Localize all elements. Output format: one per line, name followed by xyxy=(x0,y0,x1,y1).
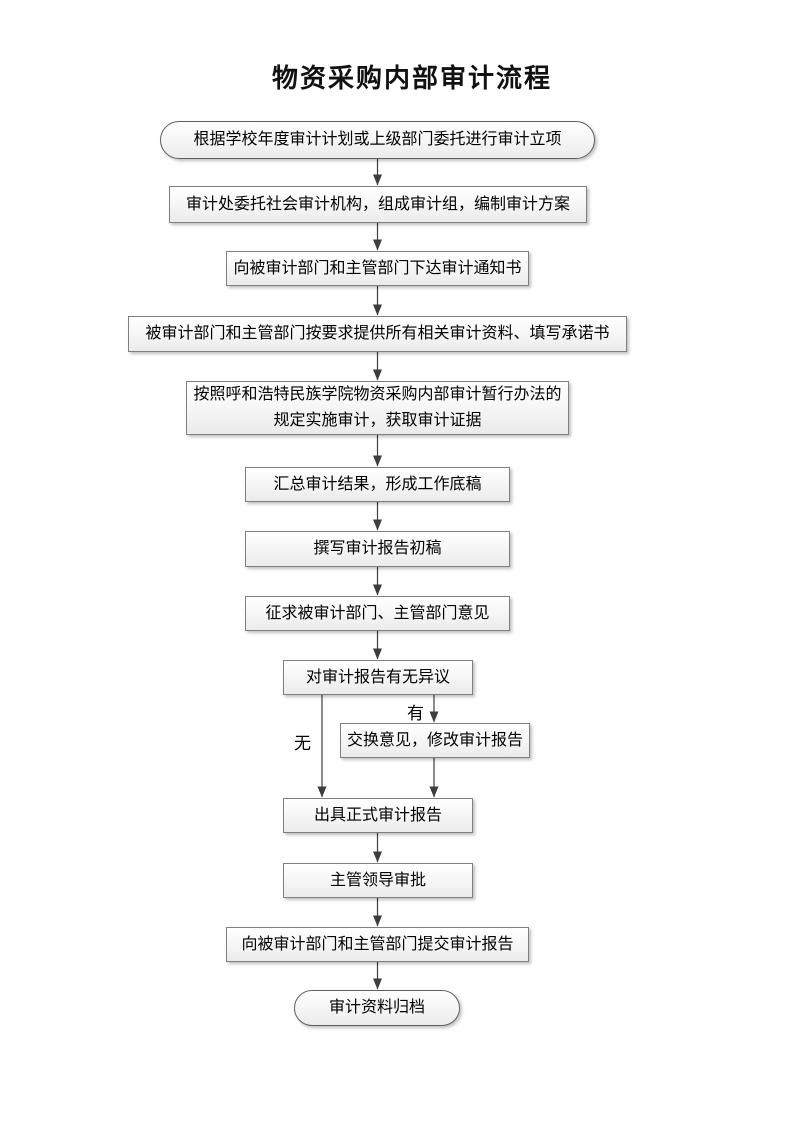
page-title: 物资采购内部审计流程 xyxy=(271,64,553,94)
flow-node-solicit-opinions: 征求被审计部门、主管部门意见 xyxy=(245,596,510,631)
flow-node-issue-notice: 向被审计部门和主管部门下达审计通知书 xyxy=(226,251,529,286)
branch-label-no-objection: 无 xyxy=(294,734,311,753)
branch-label-has-objection: 有 xyxy=(407,704,424,723)
flow-node-objection-check: 对审计报告有无异议 xyxy=(283,660,473,695)
flow-node-submit-report: 向被审计部门和主管部门提交审计报告 xyxy=(226,927,529,962)
flow-node-draft-report: 撰写审计报告初稿 xyxy=(245,531,510,567)
flow-node-form-audit-team: 审计处委托社会审计机构，组成审计组，编制审计方案 xyxy=(169,186,587,223)
implement-audit-line-1: 按照呼和浩特民族学院物资采购内部审计暂行办法的 xyxy=(193,386,562,403)
flow-node-leader-approval: 主管领导审批 xyxy=(283,863,473,898)
flow-node-summarize-results: 汇总审计结果，形成工作底稿 xyxy=(245,467,510,502)
flow-node-provide-materials: 被审计部门和主管部门按要求提供所有相关审计资料、填写承诺书 xyxy=(128,316,627,352)
flow-node-archive: 审计资料归档 xyxy=(294,990,460,1026)
implement-audit-line-2: 规定实施审计，获取审计证据 xyxy=(273,412,482,429)
flow-node-revise-report: 交换意见，修改审计报告 xyxy=(340,723,530,758)
flow-node-formal-report: 出具正式审计报告 xyxy=(283,798,473,833)
flow-node-implement-audit: 按照呼和浩特民族学院物资采购内部审计暂行办法的 规定实施审计，获取审计证据 xyxy=(186,381,569,435)
flow-node-start: 根据学校年度审计计划或上级部门委托进行审计立项 xyxy=(160,121,595,159)
